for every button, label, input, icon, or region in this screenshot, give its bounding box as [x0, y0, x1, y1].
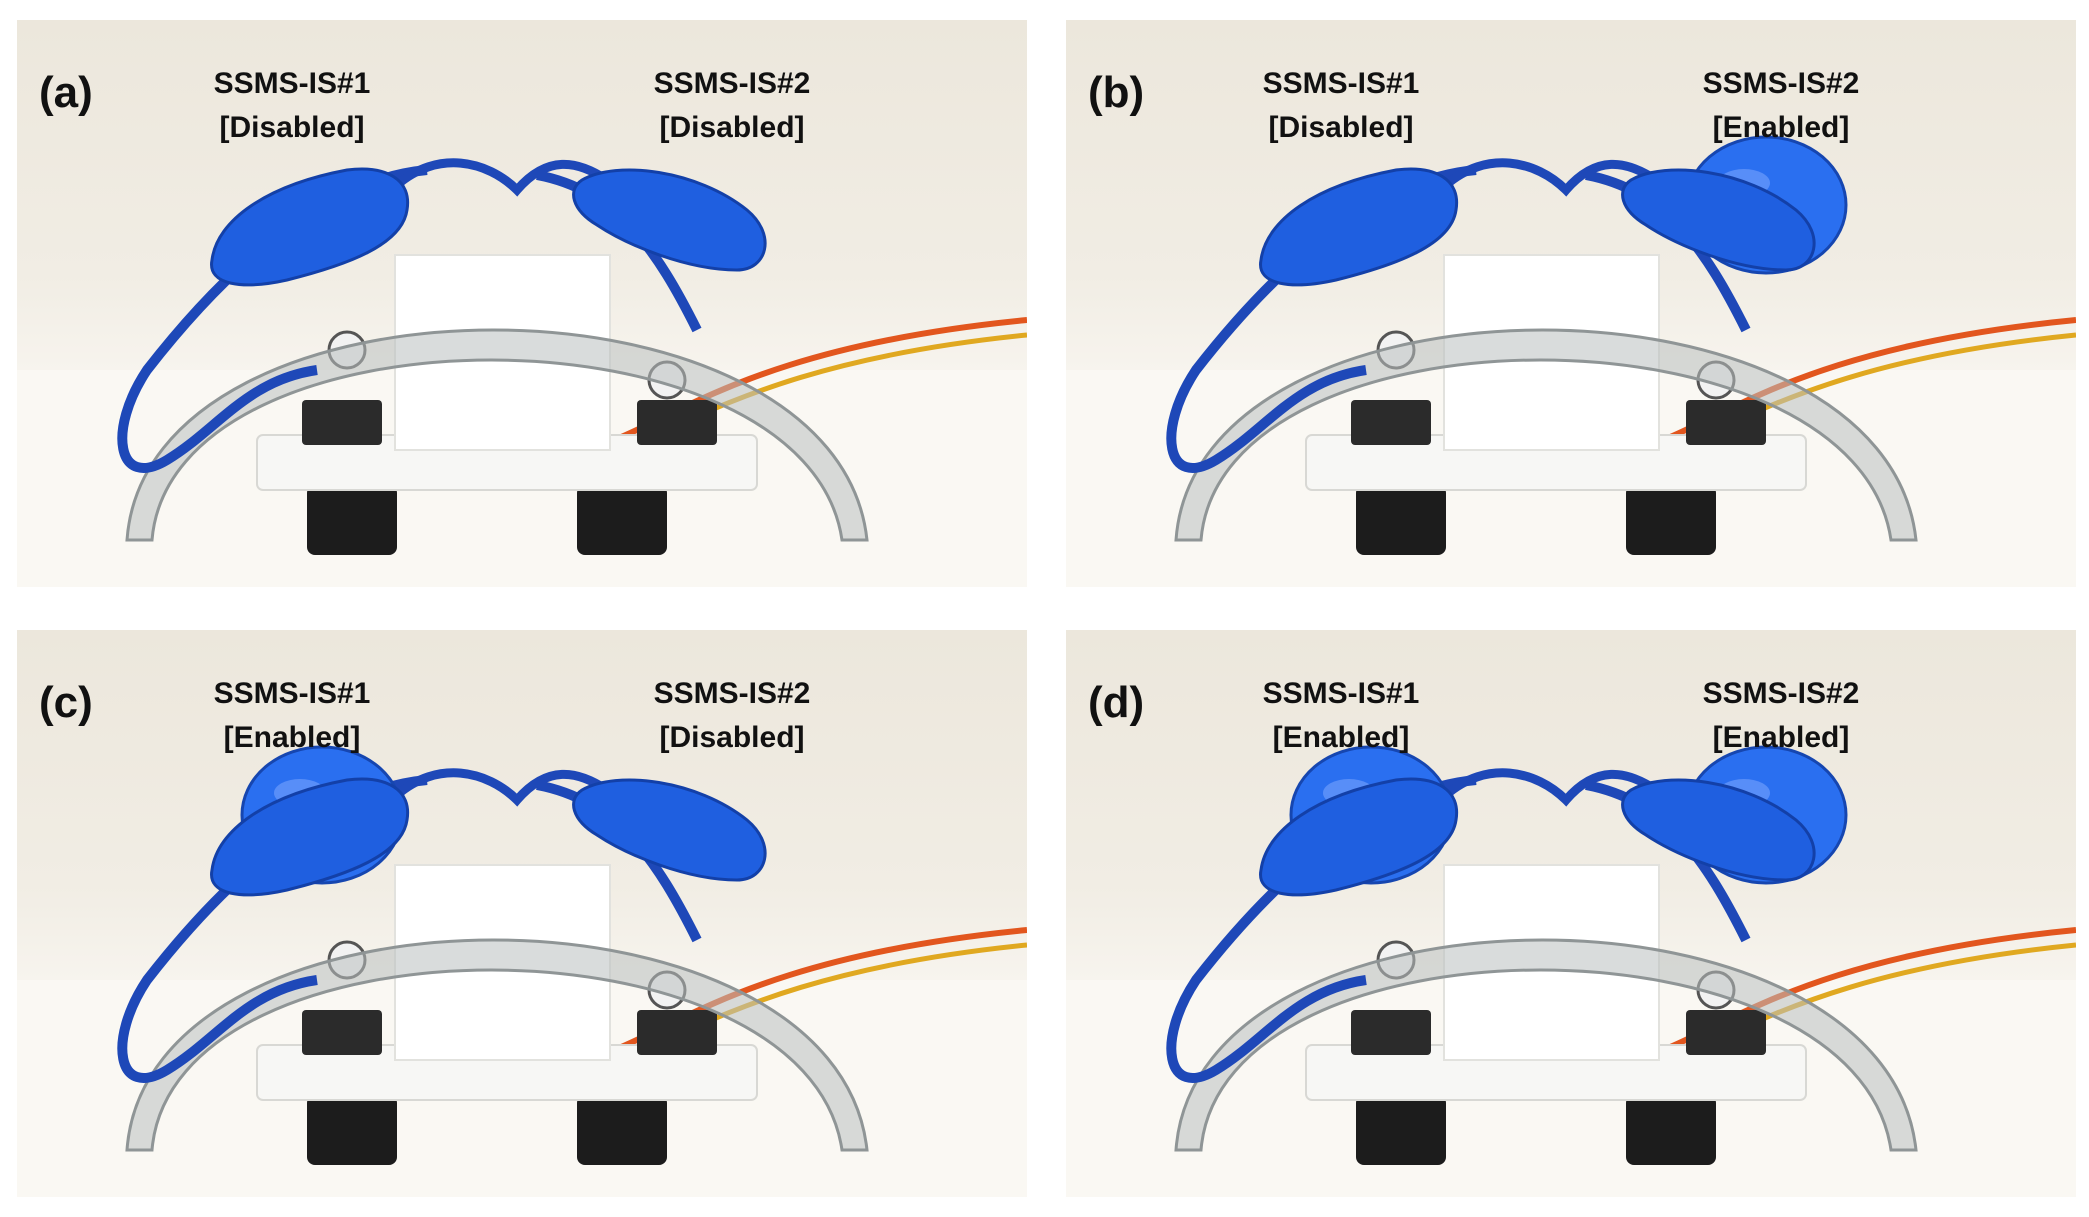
sensor-2-name-b: SSMS-IS#2	[1702, 67, 1860, 100]
acrylic-arc-shell	[125, 328, 869, 542]
soft-actuator-2	[1621, 168, 1816, 272]
servo-mount-right	[637, 400, 717, 445]
robot-photo-a	[17, 158, 1027, 587]
servo-left	[1356, 1095, 1446, 1165]
sensor-1-state-b: [Disabled]	[1268, 111, 1414, 144]
acrylic-arc-shell	[1174, 328, 1918, 542]
robot-c	[17, 745, 1027, 1197]
robot-d	[1066, 745, 2076, 1197]
panel-tag-a: (a)	[39, 68, 93, 117]
acrylic-arc-shell	[125, 938, 869, 1152]
sensor-1-name-a: SSMS-IS#1	[213, 67, 371, 100]
panel-b: (b) SSMS-IS#1 [Disabled] SSMS-IS#2 [Enab…	[1066, 20, 2076, 587]
sensor-1-label-c: SSMS-IS#1 [Enabled]	[152, 672, 432, 760]
servo-right	[1626, 485, 1716, 555]
sensor-2-label-d: SSMS-IS#2 [Enabled]	[1641, 672, 1921, 760]
sensor-2-state-a: [Disabled]	[659, 111, 805, 144]
sensor-1-state-c: [Enabled]	[223, 721, 361, 754]
blue-tube-bridge	[394, 768, 610, 807]
sensor-2-state-d: [Enabled]	[1712, 721, 1850, 754]
panel-tag-b: (b)	[1088, 68, 1145, 117]
servo-mount-left	[1351, 400, 1431, 445]
servo-mount-left	[302, 400, 382, 445]
blue-tube-bridge	[1443, 768, 1659, 807]
servo-left	[307, 1095, 397, 1165]
sensor-1-label-a: SSMS-IS#1 [Disabled]	[152, 62, 432, 150]
blue-tube-bridge	[1443, 158, 1659, 197]
sensor-2-name-d: SSMS-IS#2	[1702, 677, 1860, 710]
sensor-2-name-c: SSMS-IS#2	[653, 677, 811, 710]
panel-tag-d: (d)	[1088, 678, 1145, 727]
panel-a: (a) SSMS-IS#1 [Disabled] SSMS-IS#2 [Disa…	[17, 20, 1027, 587]
sensor-1-state-a: [Disabled]	[219, 111, 365, 144]
soft-actuator-1	[210, 167, 410, 287]
robot-photo-c	[17, 745, 1027, 1197]
soft-actuator-2	[572, 168, 767, 272]
sensor-1-label-b: SSMS-IS#1 [Disabled]	[1201, 62, 1481, 150]
soft-actuator-2	[572, 778, 767, 882]
sensor-1-name-b: SSMS-IS#1	[1262, 67, 1420, 100]
servo-right	[577, 485, 667, 555]
servo-mount-left	[302, 1010, 382, 1055]
soft-actuator-2	[1621, 778, 1816, 882]
acrylic-arc-shell	[1174, 938, 1918, 1152]
sensor-2-name-a: SSMS-IS#2	[653, 67, 811, 100]
servo-mount-left	[1351, 1010, 1431, 1055]
sensor-1-state-d: [Enabled]	[1272, 721, 1410, 754]
soft-actuator-1	[1259, 777, 1459, 897]
blue-tube-bridge	[394, 158, 610, 197]
robot-a	[17, 158, 1027, 587]
panel-c: (c) SSMS-IS#1 [Enabled] SSMS-IS#2 [Disab…	[17, 630, 1027, 1197]
soft-actuator-1	[210, 777, 410, 897]
panel-tag-c: (c)	[39, 678, 93, 727]
sensor-2-label-b: SSMS-IS#2 [Enabled]	[1641, 62, 1921, 150]
sensor-2-label-c: SSMS-IS#2 [Disabled]	[592, 672, 872, 760]
sensor-2-label-a: SSMS-IS#2 [Disabled]	[592, 62, 872, 150]
sensor-2-state-b: [Enabled]	[1712, 111, 1850, 144]
robot-photo-d	[1066, 745, 2076, 1197]
soft-actuator-1	[1259, 167, 1459, 287]
servo-mount-right	[1686, 400, 1766, 445]
servo-right	[577, 1095, 667, 1165]
sensor-1-label-d: SSMS-IS#1 [Enabled]	[1201, 672, 1481, 760]
sensor-1-name-d: SSMS-IS#1	[1262, 677, 1420, 710]
servo-mount-right	[637, 1010, 717, 1055]
sensor-1-name-c: SSMS-IS#1	[213, 677, 371, 710]
robot-photo-b	[1066, 135, 2076, 587]
servo-mount-right	[1686, 1010, 1766, 1055]
panel-d: (d) SSMS-IS#1 [Enabled] SSMS-IS#2 [Enabl…	[1066, 630, 2076, 1197]
servo-left	[1356, 485, 1446, 555]
robot-b	[1066, 135, 2076, 587]
sensor-2-state-c: [Disabled]	[659, 721, 805, 754]
servo-right	[1626, 1095, 1716, 1165]
servo-left	[307, 485, 397, 555]
